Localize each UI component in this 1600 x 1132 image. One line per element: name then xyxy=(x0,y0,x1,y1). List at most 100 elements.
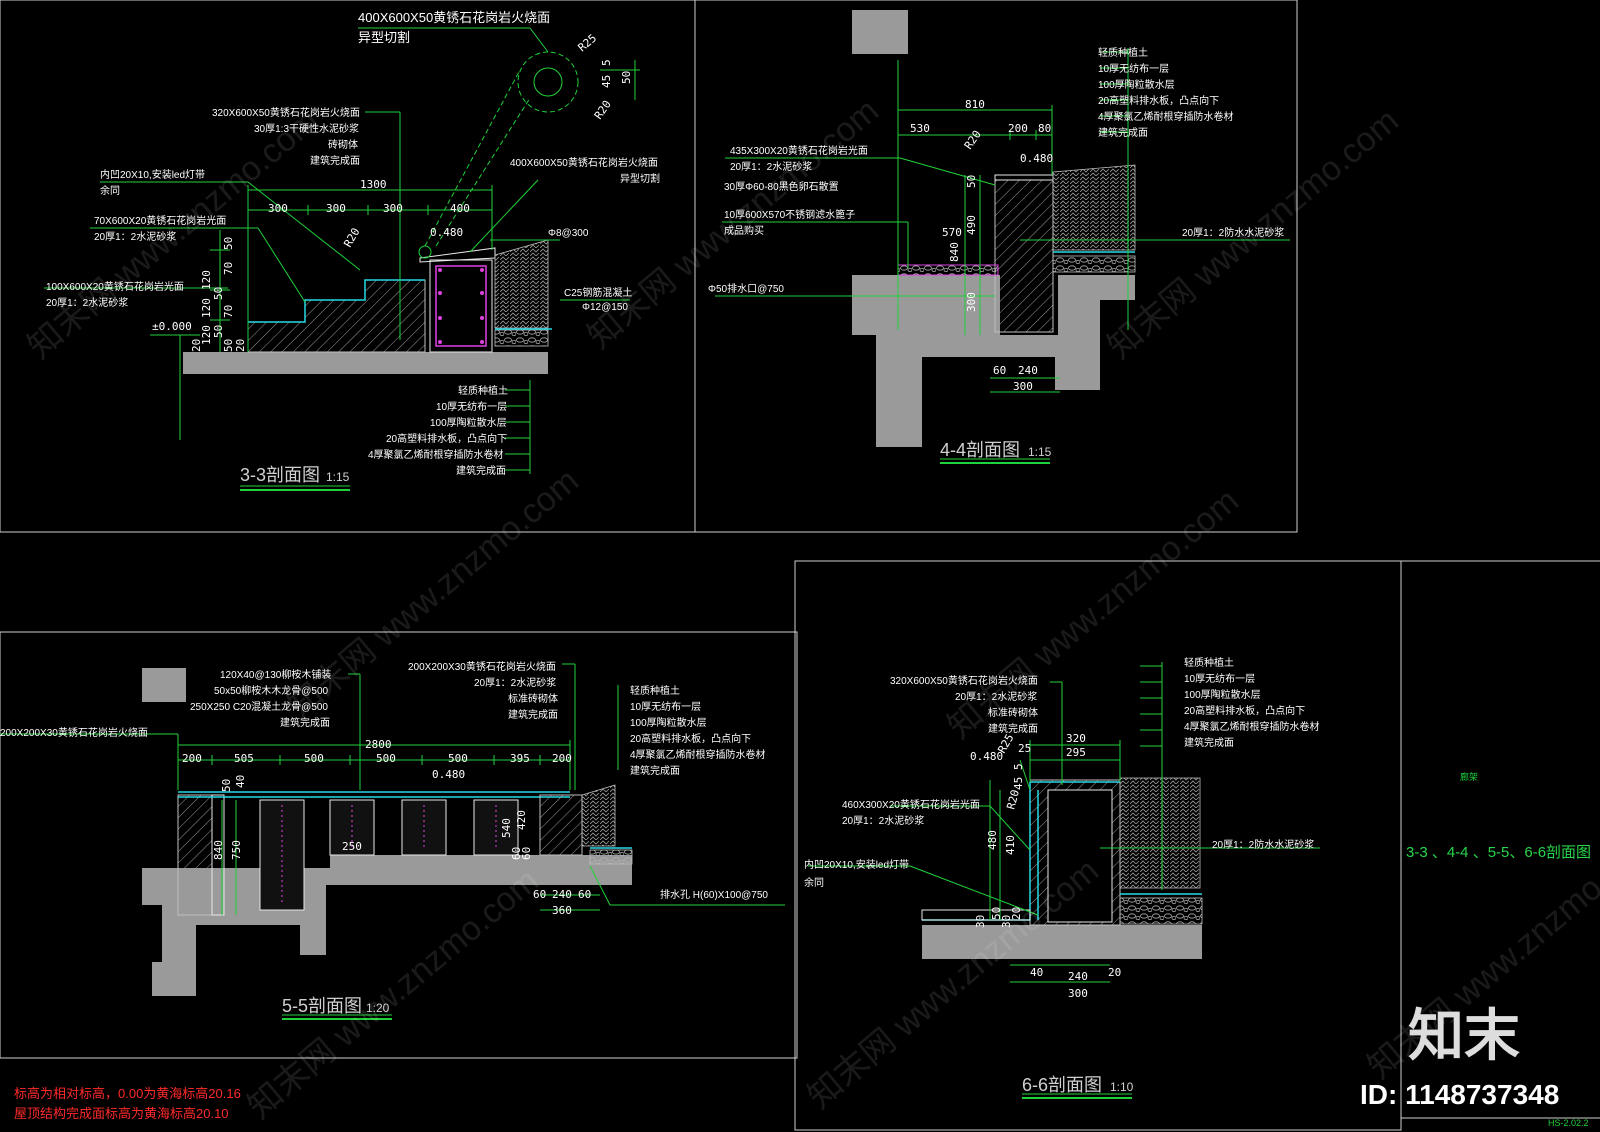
drain-label: 排水孔 H(60)X100@750 xyxy=(660,888,768,901)
right-callout-3: 100厚陶粒散水层 xyxy=(1184,688,1261,701)
drain-label: Φ50排水口@750 xyxy=(708,282,784,295)
vdim: 540 xyxy=(500,818,513,838)
wall-core-6-6 xyxy=(1047,789,1113,923)
r20-label: R20 xyxy=(962,128,984,152)
dim-part: 505 xyxy=(234,752,254,765)
led-callout-1: 内凹20X10,安装led灯带 xyxy=(100,168,205,181)
vdim: 420 xyxy=(515,810,528,830)
small-dim-45: 45 xyxy=(1012,777,1025,790)
bottom-callout-5: 4厚聚氯乙烯耐根穿插防水卷材 xyxy=(368,448,504,461)
vdim: 840 xyxy=(948,242,961,262)
vdim: 50 xyxy=(212,287,225,300)
r-label-r20-a: R20 xyxy=(592,98,614,122)
left-callout-1: 320X600X50黄锈石花岗岩火烧面 xyxy=(212,106,360,119)
waterproof-label: 20厚1：2防水水泥砂浆 xyxy=(1182,226,1284,239)
sheet-title: 3-3 、4-4 、5-5、6-6剖面图 xyxy=(1406,844,1591,861)
section-6-6: 320X600X50黄锈石花岗岩火烧面 20厚1：2水泥砂浆 标准砖砌体 建筑完… xyxy=(804,656,1320,1099)
left-edge-callout: 200X200X30黄锈石花岗岩火烧面 xyxy=(0,726,148,739)
top-callout-4: 20高塑料排水板，凸点向下 xyxy=(1098,94,1219,107)
vdim: 120 xyxy=(200,298,213,318)
dim-320: 320 xyxy=(1066,732,1086,745)
dim-810: 810 xyxy=(965,98,985,111)
dim-295: 295 xyxy=(1066,746,1086,759)
left-callout-1: 320X600X50黄锈石花岗岩火烧面 xyxy=(890,674,1038,687)
left-callout-5: 成品购买 xyxy=(724,224,764,237)
dim-part-3: 300 xyxy=(383,202,403,215)
left-callout-4: 建筑完成面 xyxy=(310,154,360,167)
section-scale-6-6: 1:10 xyxy=(1110,1080,1134,1094)
section-title-3-3: 3-3剖面图 xyxy=(240,465,320,485)
bottom-callout-6: 建筑完成面 xyxy=(456,464,506,477)
mid-callout-3: 标准砖砌体 xyxy=(508,692,558,705)
sheet-number: HS-2.02.2 xyxy=(1548,1118,1589,1128)
vdim: 120 xyxy=(200,325,213,345)
bdim: 60 xyxy=(533,888,546,901)
bottom-callout-3: 100厚陶粒散水层 xyxy=(430,416,507,429)
section-5-5: 120X40@130柳桉木铺装 50x50柳桉木木龙骨@500 250X250 … xyxy=(0,660,785,1020)
bdim: 360 xyxy=(552,904,572,917)
vdim: 410 xyxy=(1004,835,1017,855)
vdim: 50 xyxy=(220,779,233,792)
section-title-5-5: 5-5剖面图 xyxy=(282,996,362,1016)
bdim-240: 240 xyxy=(1018,364,1038,377)
dim-part: 500 xyxy=(376,752,396,765)
rebar-phi8: Φ8@300 xyxy=(548,228,589,239)
top-callout-5: 4厚聚氯乙烯耐根穿插防水卷材 xyxy=(1098,110,1234,123)
left-wall-hatch xyxy=(177,794,213,916)
section-scale-4-4: 1:15 xyxy=(1028,445,1052,459)
dim-part: 200 xyxy=(552,752,572,765)
right-callout-5: 4厚聚氯乙烯耐根穿插防水卷材 xyxy=(1184,720,1320,733)
callout-top-line1: 400X600X50黄锈石花岗岩火烧面 xyxy=(358,10,550,25)
small-dim-45: 45 xyxy=(600,75,613,88)
left-callout-4: 建筑完成面 xyxy=(988,722,1038,735)
top-callout-1: 轻质种植土 xyxy=(1098,46,1148,59)
small-dim-50: 50 xyxy=(620,71,633,84)
bdim-240: 240 xyxy=(1068,970,1088,983)
r-label-r20-b: R20 xyxy=(341,226,362,250)
granite-callout-1: 460X300X20黄锈石花岗岩光面 xyxy=(842,798,980,811)
section-title-6-6: 6-6剖面图 xyxy=(1022,1075,1102,1095)
bdim-40: 40 xyxy=(1030,966,1043,979)
vdim: 30 xyxy=(1000,915,1013,928)
vdim: 50 xyxy=(990,907,1003,920)
step-callout-1: 70X600X20黄锈石花岗岩光面 xyxy=(94,214,226,227)
dim-total-1300: 1300 xyxy=(360,178,387,191)
riser-callout-2: 20厚1：2水泥砂浆 xyxy=(46,296,128,309)
bdim: 240 xyxy=(552,888,572,901)
riser-callout-1: 100X600X20黄锈石花岗岩光面 xyxy=(46,280,184,293)
right-wall-hatch xyxy=(539,794,583,856)
vdim: 250 xyxy=(342,840,362,853)
dim-200: 200 xyxy=(1008,122,1028,135)
tiny-label: 廊架 xyxy=(1460,771,1478,782)
watermark: 知末网 www.znzmo.com xyxy=(1101,101,1406,366)
top-callout-3: 100厚陶粒散水层 xyxy=(1098,78,1175,91)
dim-total-2800: 2800 xyxy=(365,738,392,751)
section-4-4: 轻质种植土 10厚无纺布一层 100厚陶粒散水层 20高塑料排水板，凸点向下 4… xyxy=(708,10,1290,464)
left-callout-2: 30厚1:3干硬性水泥砂浆 xyxy=(254,122,359,135)
right-callout-5: 4厚聚氯乙烯耐根穿插防水卷材 xyxy=(630,748,766,761)
top-callout-2: 10厚无纺布一层 xyxy=(1098,62,1169,75)
elevation-note-1: 标高为相对标高，0.00为黄海标高20.16 xyxy=(14,1086,241,1101)
vdim: 60 xyxy=(520,847,533,860)
left-callout-2: 20厚1：2水泥砂浆 xyxy=(955,690,1037,703)
dim-part: 395 xyxy=(510,752,530,765)
foundation-4-4 xyxy=(852,275,1135,447)
right-callout-3: 100厚陶粒散水层 xyxy=(630,716,707,729)
step-callout-2: 20厚1：2水泥砂浆 xyxy=(94,230,176,243)
asset-id: ID: 1148737348 xyxy=(1360,1079,1559,1110)
small-dim-5: 5 xyxy=(600,59,613,66)
waterproof-label: 20厚1：2防水水泥砂浆 xyxy=(1212,838,1314,851)
right-callout-1: 轻质种植土 xyxy=(1184,656,1234,669)
vdim: 20 xyxy=(1010,907,1023,920)
right-callout-2: 异型切割 xyxy=(620,172,660,185)
left-callout-1: 435X300X20黄锈石花岗岩光面 xyxy=(730,144,868,157)
vdim: 120 xyxy=(200,270,213,290)
right-callout-1: 轻质种植土 xyxy=(630,684,680,697)
mid-callout-2: 20厚1：2水泥砂浆 xyxy=(474,676,556,689)
led-callout-1: 内凹20X10,安装led灯带 xyxy=(804,858,909,871)
frame-section-6-6 xyxy=(794,560,1402,1131)
vdim: 70 xyxy=(222,305,235,318)
section-3-3: 400X600X50黄锈石花岗岩火烧面 异型切割 R25 R20 R20 45 … xyxy=(44,10,660,491)
